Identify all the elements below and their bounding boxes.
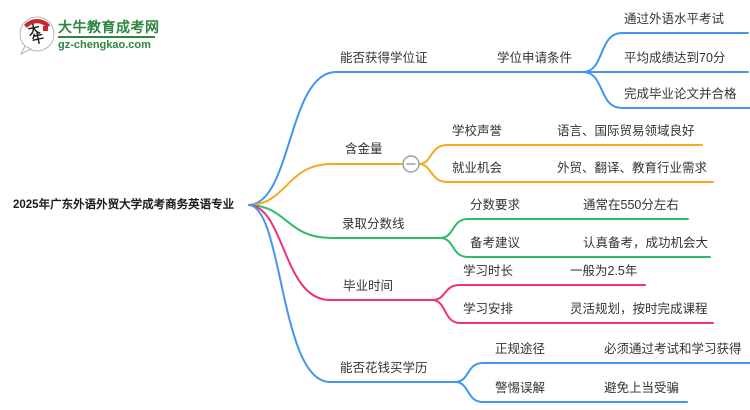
connector-line <box>454 381 688 403</box>
sub-topic[interactable]: 正规途径 <box>495 342 546 356</box>
branch-4-lines <box>248 204 714 324</box>
sub-topic[interactable]: 就业机会 <box>452 161 503 175</box>
connector-line <box>582 71 750 109</box>
leaf-topic[interactable]: 避免上当受骗 <box>604 381 680 395</box>
connector-line <box>248 204 433 301</box>
branch-topic[interactable]: 毕业时间 <box>343 279 394 293</box>
branch-1-lines <box>248 32 750 206</box>
leaf-topic[interactable]: 完成毕业论文并合格 <box>624 87 737 101</box>
leaf-topic[interactable]: 平均成绩达到70分 <box>624 51 726 65</box>
connector-line <box>248 204 456 383</box>
branch-topic[interactable]: 能否获得学位证 <box>340 51 428 65</box>
connector-line <box>248 71 584 206</box>
sub-topic[interactable]: 学校声誉 <box>452 124 503 138</box>
leaf-topic[interactable]: 必须通过考试和学习获得 <box>604 342 742 356</box>
logo-divider <box>58 36 155 38</box>
connector-line <box>431 284 646 301</box>
connector-line <box>248 204 441 239</box>
sub-topic[interactable]: 学习安排 <box>463 302 514 316</box>
leaf-topic[interactable]: 通常在550分左右 <box>583 198 679 212</box>
sub-topic[interactable]: 警惕误解 <box>495 381 546 395</box>
connector-line <box>418 163 714 183</box>
sub-topic[interactable]: 分数要求 <box>470 198 521 212</box>
root-topic[interactable]: 2025年广东外语外贸大学成考商务英语专业 <box>13 199 235 211</box>
leaf-topic[interactable]: 语言、国际贸易领域良好 <box>557 124 695 138</box>
leaf-topic[interactable]: 外贸、翻译、教育行业需求 <box>557 161 708 175</box>
sub-topic[interactable]: 备考建议 <box>470 236 521 250</box>
connector-line <box>454 362 750 383</box>
logo-badge-icon: 大 牛 <box>19 16 55 56</box>
branch-topic[interactable]: 能否花钱买学历 <box>340 361 428 375</box>
connector-line <box>439 237 711 258</box>
svg-text:大: 大 <box>27 21 42 38</box>
svg-text:牛: 牛 <box>31 30 46 47</box>
collapse-button[interactable] <box>402 155 420 173</box>
connector-line <box>431 299 714 324</box>
leaf-topic[interactable]: 通过外语水平考试 <box>624 12 725 26</box>
connector-line <box>439 218 689 239</box>
connector-line <box>248 163 404 206</box>
leaf-topic[interactable]: 一般为2.5年 <box>570 264 638 278</box>
leaf-topic[interactable]: 灵活规划，按时完成课程 <box>570 302 708 316</box>
leaf-topic[interactable]: 认真备考，成功机会大 <box>583 236 709 250</box>
branch-2-lines <box>248 144 714 206</box>
branch-5-lines <box>248 204 750 403</box>
logo-domain: gz-chengkao.com <box>58 39 151 51</box>
branch-topic[interactable]: 含金量 <box>345 142 383 156</box>
connector-line <box>582 32 749 73</box>
connector-line <box>418 144 703 165</box>
sub-topic[interactable]: 学习时长 <box>463 264 514 278</box>
branch-topic[interactable]: 录取分数线 <box>342 217 405 231</box>
logo-site-name: 大牛教育成考网 <box>58 19 160 35</box>
sub-topic[interactable]: 学位申请条件 <box>497 51 573 65</box>
branch-3-lines <box>248 204 711 258</box>
